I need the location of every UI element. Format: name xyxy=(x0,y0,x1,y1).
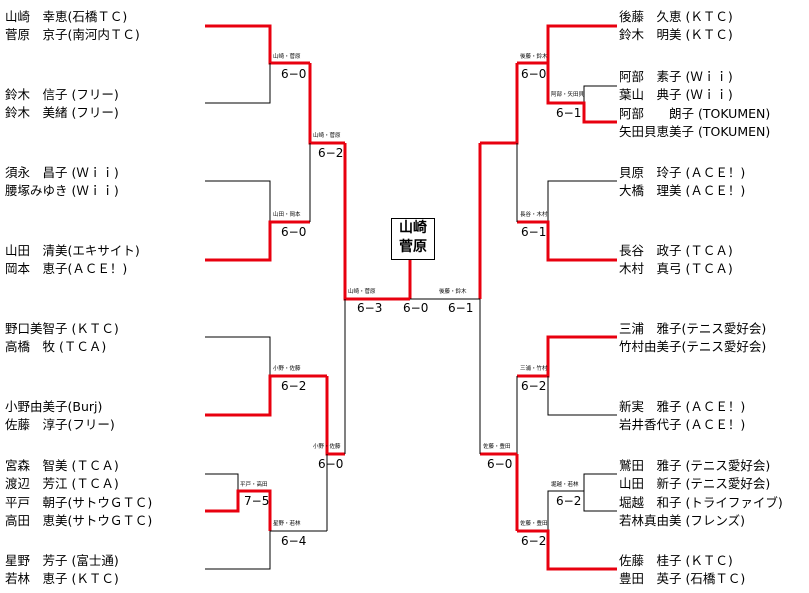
match-pair-label: 佐藤・豊田 xyxy=(483,442,511,450)
match-pair-label: 山崎・菅原 xyxy=(348,287,376,295)
match-score: 7−5 xyxy=(244,494,269,508)
bracket-line xyxy=(308,63,345,145)
match-score: 6−2 xyxy=(556,494,581,508)
left-entry-6: 小野由美子(Burj)佐藤 淳子(フリー) xyxy=(5,399,115,432)
match-score: 6−2 xyxy=(281,379,306,393)
bracket-line xyxy=(480,376,518,455)
right-entry-2: 阿部 素子 (Ｗｉｉ)葉山 典子 (Ｗｉｉ) xyxy=(619,69,733,102)
right-entry-10: 佐藤 桂子 (ＫＴＣ)豊田 英子 (石橋ＴＣ) xyxy=(619,553,746,586)
left-entry-8: 平戸 朝子(サトウＧＴＣ)高田 恵美(サトウＧＴＣ) xyxy=(5,495,153,528)
match-pair-label: 小野・佐藤 xyxy=(273,364,301,372)
bracket-line xyxy=(480,63,519,145)
bracket-line xyxy=(583,85,617,103)
match-pair-label: 阿部・矢田貝 xyxy=(551,90,585,98)
match-pair-label: 後藤・鈴木 xyxy=(439,287,467,295)
bracket-line xyxy=(583,473,617,491)
bracket-line xyxy=(205,24,310,65)
match-score: 6−0 xyxy=(281,225,306,239)
match-pair-label: 三浦・竹村 xyxy=(520,364,548,372)
match-score: 6−1 xyxy=(448,301,473,315)
bracket-line xyxy=(546,63,617,124)
bracket-line xyxy=(205,473,239,491)
left-entry-7: 宮森 智美 (ＴＣＡ)渡辺 芳江 (ＴＣＡ) xyxy=(5,458,119,491)
right-entry-5: 長谷 政子 (ＴＣＡ)木村 真弓 (ＴＣＡ) xyxy=(619,243,733,276)
right-entry-6: 三浦 雅子(テニス愛好会)竹村由美子(テニス愛好会) xyxy=(619,321,767,354)
match-pair-label: 堀越・若林 xyxy=(551,480,579,488)
match-score: 6−0 xyxy=(281,67,306,81)
match-score: 6−3 xyxy=(357,301,382,315)
match-score: 6−0 xyxy=(521,67,546,81)
bracket-line xyxy=(205,180,271,222)
match-score: 6−1 xyxy=(556,106,581,120)
match-pair-label: 長谷・木村 xyxy=(520,210,548,218)
bracket-line xyxy=(205,531,271,570)
bracket-line xyxy=(205,220,310,262)
match-pair-label: 佐藤・豊田 xyxy=(520,519,548,527)
match-score: 6−0 xyxy=(487,457,512,471)
match-score: 6−1 xyxy=(521,225,546,239)
right-entry-7: 新実 雅子 (ＡＣＥ！)岩井香代子 (ＡＣＥ！) xyxy=(619,399,746,432)
match-pair-label: 山崎・菅原 xyxy=(313,131,341,139)
match-pair-label: 平戸・高田 xyxy=(240,480,268,488)
bracket-line xyxy=(517,24,617,65)
left-entry-3: 須永 昌子 (Ｗｉｉ)腰塚みゆき (Ｗｉｉ) xyxy=(5,165,119,198)
match-score: 6−4 xyxy=(281,534,306,548)
bracket-line xyxy=(547,180,617,222)
champion-line-1: 山崎 xyxy=(399,220,427,236)
match-score: 6−2 xyxy=(521,534,546,548)
bracket-line xyxy=(547,490,617,531)
match-pair-label: 小野・佐藤 xyxy=(313,442,341,450)
match-score: 6−2 xyxy=(521,379,546,393)
right-entry-8: 鷲田 雅子 (テニス愛好会)山田 新子 (テニス愛好会) xyxy=(619,458,771,491)
match-pair-label: 山崎・菅原 xyxy=(273,52,301,60)
champion-box: 山崎 菅原 xyxy=(391,218,435,260)
match-score: 6−2 xyxy=(318,146,343,160)
bracket-line xyxy=(517,220,617,262)
champion-line-2: 菅原 xyxy=(399,239,427,255)
bracket-line xyxy=(517,335,617,378)
right-entry-9: 堀越 和子 (トライファイブ)若林真由美 (フレンズ) xyxy=(619,495,783,528)
right-entry-4: 貝原 玲子 (ＡＣＥ！)大橋 理美 (ＡＣＥ！) xyxy=(619,165,746,198)
left-entry-4: 山田 清美(エキサイト)岡本 恵子(ＡＣＥ！) xyxy=(5,243,140,276)
match-score: 6−0 xyxy=(318,457,343,471)
left-entry-9: 星野 芳子 (富士通)若林 恵子 (ＫＴＣ) xyxy=(5,553,119,586)
match-pair-label: 星野・若林 xyxy=(273,519,301,527)
left-entry-5: 野口美智子 (ＫＴＣ)高橋 牧 (ＴＣＡ) xyxy=(5,321,119,354)
bracket-line xyxy=(517,529,617,571)
match-pair-label: 後藤・鈴木 xyxy=(520,52,548,60)
right-entry-1: 後藤 久恵 (ＫＴＣ)鈴木 明美 (ＫＴＣ) xyxy=(619,9,733,42)
right-entry-3: 阿部 朗子 (TOKUMEN)矢田貝恵美子 (TOKUMEN) xyxy=(619,106,771,139)
bracket-line xyxy=(205,336,271,376)
bracket-line xyxy=(205,63,271,104)
final-score: 6−0 xyxy=(403,301,428,315)
bracket-line xyxy=(205,489,272,531)
left-entry-1: 山崎 幸恵(石橋ＴＣ)菅原 京子(南河内ＴＣ) xyxy=(5,9,140,42)
match-pair-label: 山田・岡本 xyxy=(273,210,301,218)
bracket-line xyxy=(547,376,617,416)
bracket-line xyxy=(205,374,327,417)
left-entry-2: 鈴木 信子 (フリー)鈴木 美緒 (フリー) xyxy=(5,87,119,120)
bracket-line xyxy=(325,376,345,456)
